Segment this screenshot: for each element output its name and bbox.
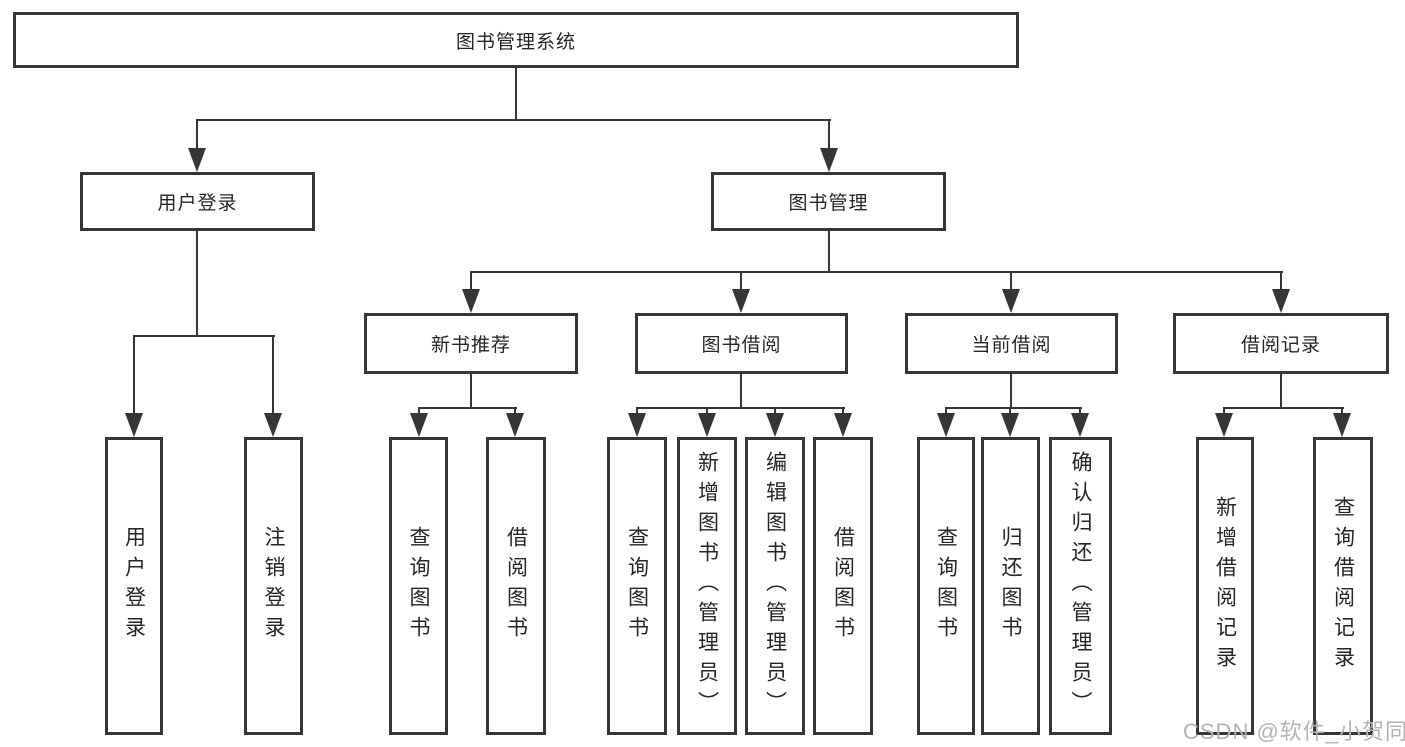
connector-arm <box>1223 407 1225 416</box>
arrowhead-down <box>628 413 646 437</box>
connector-current-branch <box>945 407 1082 409</box>
connector-recommend-branch <box>418 407 517 409</box>
connector-arm-book-borrow <box>740 271 742 293</box>
node-new-book-recommend: 新书推荐 <box>364 313 578 374</box>
leaf-add-borrow-record: 新增借阅记录 <box>1196 437 1254 735</box>
connector-arm <box>774 407 776 416</box>
arrowhead-down <box>1333 413 1351 437</box>
node-borrow-records: 借阅记录 <box>1173 313 1389 374</box>
arrowhead-down <box>937 413 955 437</box>
arrowhead-down <box>1071 413 1089 437</box>
connector-arm-book-management <box>828 119 830 153</box>
arrowhead-down <box>732 289 750 313</box>
connector-arm-current-borrow <box>1010 271 1012 293</box>
leaf-user-login: 用户登录 <box>105 437 163 735</box>
arrowhead-down <box>820 148 838 172</box>
connector-records-stem <box>1280 372 1282 409</box>
arrowhead-down <box>264 413 282 437</box>
connector-current-stem <box>1010 372 1012 409</box>
node-book-management: 图书管理 <box>711 172 946 231</box>
leaf-query-books-borrow: 查询图书 <box>607 437 667 735</box>
leaf-add-books-admin: 新增图书（管理员） <box>677 437 737 735</box>
leaf-borrow-books: 借阅图书 <box>813 437 873 735</box>
connector-level2-branch <box>196 119 831 121</box>
leaf-query-books-current: 查询图书 <box>917 437 975 735</box>
connector-arm-leaf-logout <box>272 335 274 417</box>
arrowhead-down <box>1272 289 1290 313</box>
leaf-query-borrow-record: 查询借阅记录 <box>1313 437 1373 735</box>
connector-arm <box>636 407 638 416</box>
arrowhead-down <box>1215 413 1233 437</box>
connector-arm-user-login <box>196 119 198 153</box>
leaf-edit-books-admin: 编辑图书（管理员） <box>745 437 805 735</box>
connector-root-stem <box>515 66 517 120</box>
connector-arm-new-book-recommend <box>470 271 472 293</box>
arrowhead-down <box>766 413 784 437</box>
connector-borrow-branch <box>636 407 845 409</box>
leaf-borrow-books-recommend: 借阅图书 <box>486 437 546 735</box>
arrowhead-down <box>1002 289 1020 313</box>
arrowhead-down <box>834 413 852 437</box>
connector-level3-branch <box>470 271 1283 273</box>
arrowhead-down <box>462 289 480 313</box>
connector-arm <box>706 407 708 416</box>
leaf-query-books-recommend: 查询图书 <box>389 437 448 735</box>
connector-arm <box>1341 407 1343 416</box>
node-user-login: 用户登录 <box>80 172 315 231</box>
arrowhead-down <box>125 413 143 437</box>
connector-arm <box>842 407 844 416</box>
arrowhead-down <box>506 413 524 437</box>
connector-user-login-branch <box>133 335 275 337</box>
connector-records-branch <box>1223 407 1344 409</box>
leaf-return-books: 归还图书 <box>981 437 1040 735</box>
leaf-logout: 注销登录 <box>244 437 303 735</box>
arrowhead-down <box>410 413 428 437</box>
connector-arm <box>1079 407 1081 416</box>
connector-arm <box>418 407 420 416</box>
connector-arm <box>1009 407 1011 416</box>
node-book-borrow: 图书借阅 <box>635 313 848 374</box>
node-current-borrow: 当前借阅 <box>905 313 1118 374</box>
arrowhead-down <box>1001 413 1019 437</box>
connector-arm-borrow-records <box>1280 271 1282 293</box>
leaf-confirm-return-admin: 确认归还（管理员） <box>1049 437 1112 735</box>
arrowhead-down <box>698 413 716 437</box>
connector-arm <box>945 407 947 416</box>
csdn-watermark: CSDN @软件_小贺同学 <box>1183 719 1405 744</box>
connector-arm <box>514 407 516 416</box>
connector-arm-leaf-user-login <box>133 335 135 417</box>
connector-recommend-stem <box>470 372 472 409</box>
connector-user-login-stem <box>196 229 198 336</box>
connector-book-management-stem <box>828 229 830 273</box>
arrowhead-down <box>188 148 206 172</box>
connector-borrow-stem <box>740 372 742 409</box>
node-library-management-system: 图书管理系统 <box>13 12 1019 68</box>
